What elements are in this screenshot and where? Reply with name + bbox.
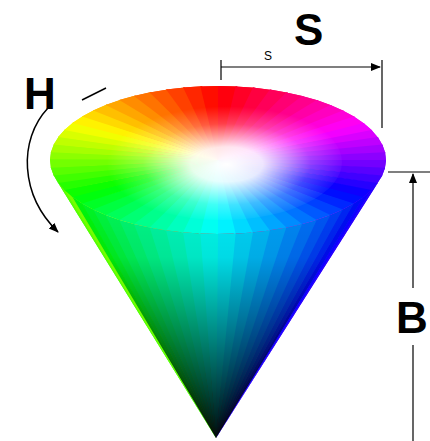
hue-label: H <box>24 72 56 116</box>
dimension-tick <box>220 60 221 80</box>
brightness-arrow <box>412 174 413 288</box>
hue-arrow <box>27 108 58 232</box>
brightness-line <box>412 345 413 441</box>
brightness-label: B <box>396 296 428 340</box>
white-center <box>102 104 342 220</box>
cone-top <box>50 86 386 234</box>
dimension-tick <box>388 171 430 172</box>
saturation-small-label: S <box>264 50 272 62</box>
cone-body <box>50 86 386 438</box>
saturation-label: S <box>294 8 323 52</box>
dimension-tick <box>381 60 382 128</box>
leader-line <box>82 88 106 100</box>
saturation-arrow <box>221 66 380 67</box>
